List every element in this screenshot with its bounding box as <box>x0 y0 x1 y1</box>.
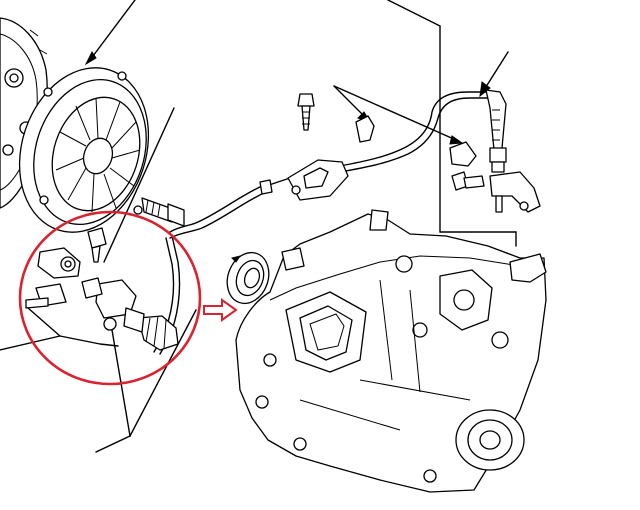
mounting-bolts-upper <box>259 93 503 213</box>
brackets-clips <box>287 115 541 213</box>
clutch-pressure-plate <box>18 67 150 233</box>
highlight-circle <box>18 210 202 386</box>
release-bearing <box>226 251 270 305</box>
pointer-arrow <box>203 298 238 322</box>
transmission-housing <box>235 209 547 493</box>
slave-cylinder-assembly <box>25 227 179 351</box>
clutch-disc <box>0 17 51 209</box>
flexible-hose <box>485 89 507 173</box>
mounting-bolts <box>141 197 185 227</box>
